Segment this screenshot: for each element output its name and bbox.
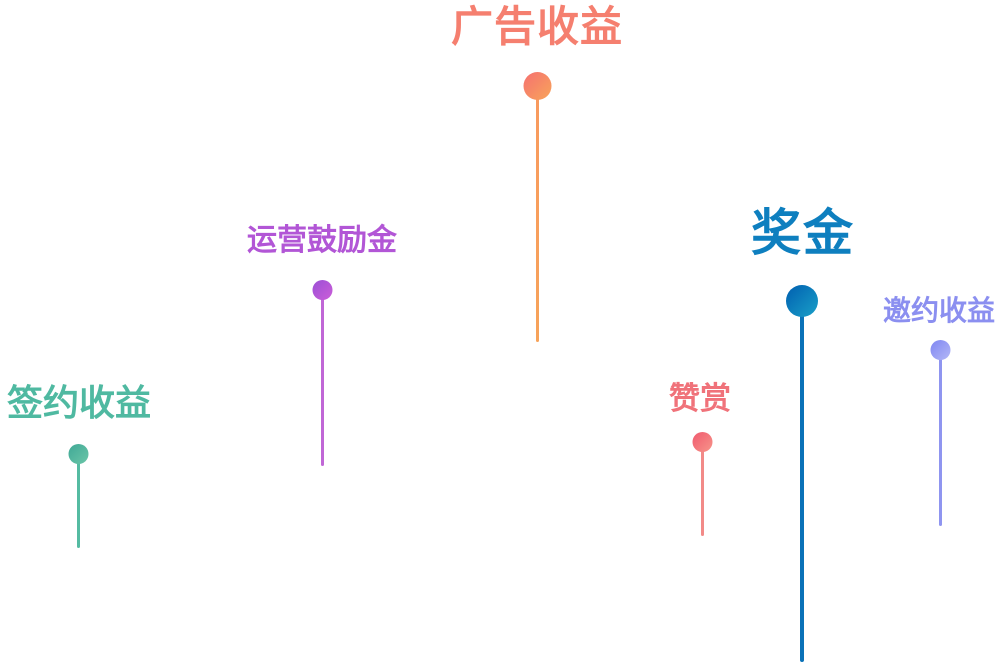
tip-reward-label: 赞赏 bbox=[669, 381, 731, 417]
pin-tip bbox=[692, 432, 713, 536]
pin-ad-dot bbox=[523, 72, 552, 100]
operation-incentive-label: 运营鼓励金 bbox=[247, 223, 397, 258]
pin-invite-stem bbox=[939, 355, 942, 526]
bonus-label: 奖金 bbox=[751, 204, 855, 262]
invitation-revenue-label: 邀约收益 bbox=[882, 294, 996, 327]
pin-ops-dot bbox=[312, 280, 333, 300]
pin-tip-dot bbox=[692, 432, 713, 452]
pin-ops bbox=[312, 280, 333, 466]
pin-ad bbox=[523, 72, 552, 342]
pin-ops-stem bbox=[321, 295, 324, 466]
pin-sign-dot bbox=[68, 444, 89, 464]
pin-invite bbox=[930, 340, 951, 526]
pin-bonus-stem bbox=[800, 310, 804, 662]
signing-revenue-label: 签约收益 bbox=[6, 383, 152, 424]
pin-sign bbox=[68, 444, 89, 548]
pin-sign-stem bbox=[77, 459, 80, 548]
pin-invite-dot bbox=[930, 340, 951, 360]
pin-tip-stem bbox=[701, 446, 704, 536]
pin-ad-stem bbox=[536, 95, 539, 342]
ad-revenue-label: 广告收益 bbox=[450, 2, 624, 51]
pin-bonus-dot bbox=[786, 285, 818, 317]
pin-bonus bbox=[786, 285, 818, 662]
